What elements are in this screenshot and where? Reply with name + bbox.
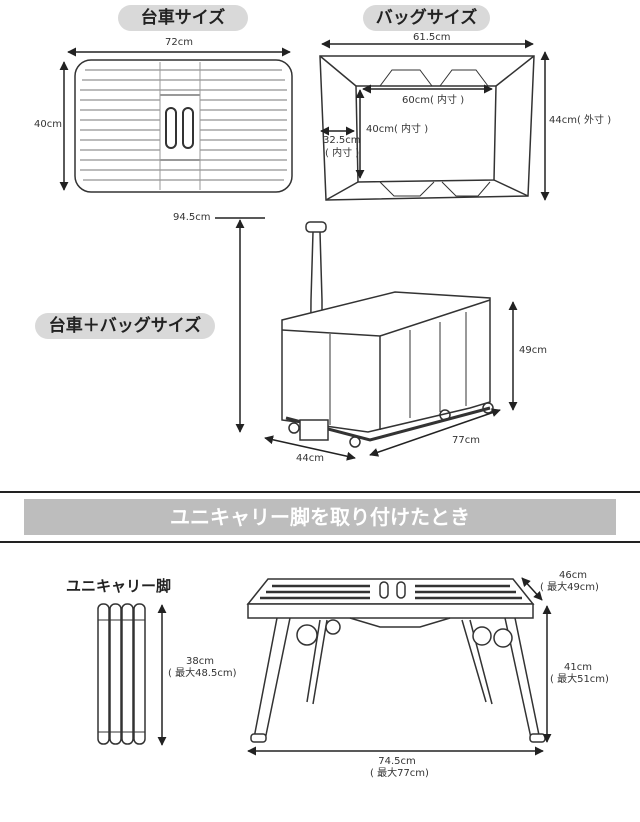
combined-height-label: 94.5cm: [173, 212, 211, 223]
cart-top-view: [74, 59, 293, 193]
bag-inner-height-note: ( 内寸 ): [325, 148, 360, 159]
combined-width-label: 44cm: [296, 453, 324, 464]
cart-depth-label: 40cm: [34, 119, 62, 130]
combined-length-label: 77cm: [452, 435, 480, 446]
bag-height-label: 49cm: [519, 345, 547, 356]
table-depth-max-label: ( 最大49cm): [540, 582, 599, 593]
table-height-max-label: ( 最大51cm): [550, 674, 609, 685]
bag-outer-width-label: 61.5cm: [413, 32, 451, 43]
cart-with-bag: [281, 221, 494, 448]
bag-size-heading: バッグサイズ: [363, 5, 490, 31]
cart-size-heading: 台車サイズ: [118, 5, 248, 31]
cart-bag-size-heading: 台車＋バッグサイズ: [35, 313, 215, 339]
cart-width-label: 72cm: [165, 37, 193, 48]
legs-length-max-label: ( 最大48.5cm): [168, 668, 237, 679]
bag-outer-depth-label: 44cm( 外寸 ): [549, 115, 612, 126]
divider-top: [0, 491, 640, 493]
table-width-max-label: ( 最大77cm): [370, 768, 429, 779]
table-depth-label: 46cm: [559, 570, 587, 581]
bag-inner-depth-label: 40cm( 内寸 ): [366, 124, 429, 135]
bag-inner-width-label: 60cm( 内寸 ): [402, 95, 465, 106]
legs-attached-banner: ユニキャリー脚を取り付けたとき: [24, 499, 616, 535]
table-height-label: 41cm: [564, 662, 592, 673]
table-width-label: 74.5cm: [378, 756, 416, 767]
legs-title: ユニキャリー脚: [66, 577, 172, 595]
bag-inner-height-label: 32.5cm: [323, 135, 361, 146]
unicarry-legs: [97, 603, 146, 745]
legs-length-label: 38cm: [186, 656, 214, 667]
divider-bottom: [0, 541, 640, 543]
cart-with-legs: [246, 578, 546, 743]
